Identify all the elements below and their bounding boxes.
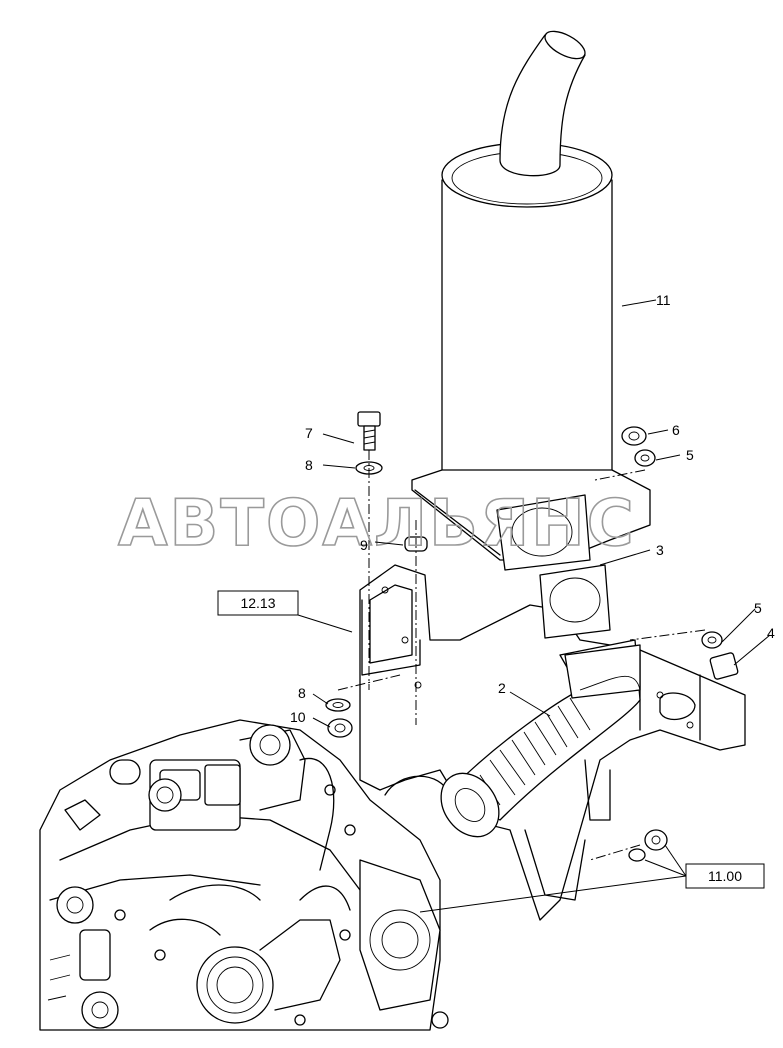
callout-2: 2: [498, 680, 506, 696]
reference-box-12-13: 12.13: [217, 590, 299, 616]
flexible-pipe: [440, 639, 641, 838]
engine-assembly: [39, 719, 449, 1031]
callouts: 11 7 8 6 5 9 3 5 4 2 8 10: [290, 292, 775, 725]
muffler: [411, 30, 651, 561]
callout-6: 6: [672, 422, 680, 438]
flange-gasket: [496, 494, 611, 639]
callout-11: 11: [656, 292, 671, 308]
callout-8-upper: 8: [305, 457, 313, 473]
callout-8-lower: 8: [298, 685, 306, 701]
reference-12-13: 12.13: [240, 595, 275, 611]
callout-4: 4: [767, 625, 775, 641]
callout-5-lower: 5: [754, 600, 762, 616]
assembly-lines: [337, 450, 706, 861]
leader-lines: [297, 299, 771, 913]
callout-3: 3: [656, 542, 664, 558]
callout-10: 10: [290, 709, 306, 725]
callout-5-upper: 5: [686, 447, 694, 463]
callout-7: 7: [305, 425, 313, 441]
callout-9: 9: [360, 537, 368, 553]
reference-11-00: 11.00: [708, 868, 742, 884]
reference-box-11-00: 11.00: [685, 863, 765, 889]
watermark-text: АВТОАЛЬЯНС: [118, 487, 636, 561]
